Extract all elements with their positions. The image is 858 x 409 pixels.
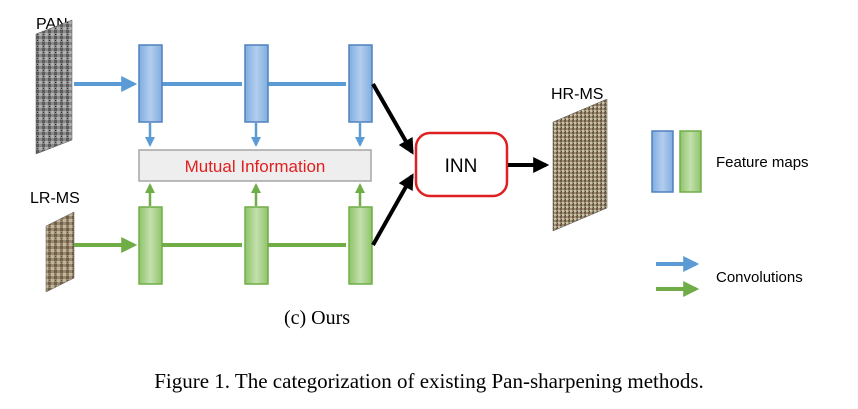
green-feature-map-3 <box>348 206 373 285</box>
pan-image <box>35 19 73 155</box>
mutual-information-label: Mutual Information <box>185 157 326 176</box>
legend-convolutions-label: Convolutions <box>716 269 803 286</box>
inn-label: INN <box>445 156 478 177</box>
legend-feature-maps-label: Feature maps <box>716 154 809 171</box>
green-feature-map-2 <box>244 206 269 285</box>
hrms-image <box>552 98 608 232</box>
green-feature-map-1 <box>138 206 163 285</box>
figure-caption: Figure 1. The categorization of existing… <box>154 369 704 393</box>
legend-blue-feature-map <box>651 130 674 193</box>
inn-box <box>414 131 509 198</box>
blue-feature-map-2 <box>244 44 269 123</box>
pan-to-inn-arrow <box>371 83 414 155</box>
mutual-information-box <box>138 149 372 182</box>
blue-feature-map-3 <box>348 44 373 123</box>
hrms-label: HR-MS <box>551 86 603 103</box>
subcaption: (c) Ours <box>284 307 350 329</box>
lrms-label: LR-MS <box>30 190 80 207</box>
legend-green-feature-map <box>679 130 702 193</box>
blue-feature-map-1 <box>138 44 163 123</box>
lrms-image <box>45 211 75 293</box>
lrms-to-inn-arrow <box>371 173 414 246</box>
